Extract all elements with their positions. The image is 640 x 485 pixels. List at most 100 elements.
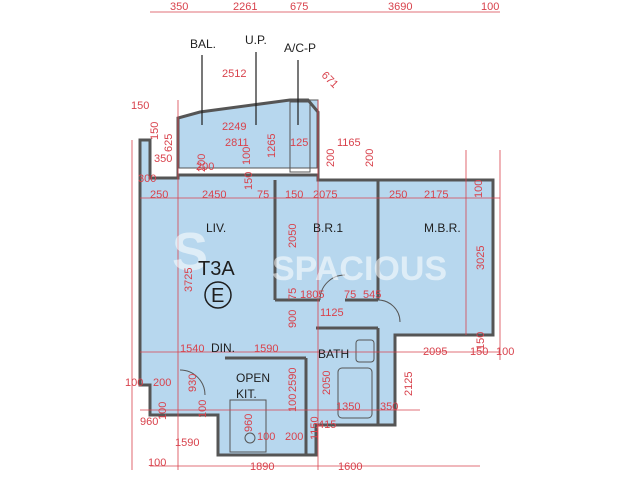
- unit-letter: E: [211, 285, 224, 307]
- dim-1890: 1890: [250, 461, 274, 473]
- dim-200a: 200: [196, 161, 214, 173]
- dim-150c: 150: [470, 346, 488, 358]
- dim-v-150: 150: [149, 122, 161, 140]
- leaders: [201, 52, 299, 125]
- dim-v-2050b: 2050: [321, 371, 333, 395]
- watermark-text: SPACIOUS: [272, 250, 447, 288]
- label-din: DIN.: [211, 341, 235, 355]
- dim-200c: 200: [364, 149, 376, 167]
- dim-top-3: 675: [290, 1, 308, 13]
- dim-2075: 2075: [313, 189, 337, 201]
- label-bath: BATH: [318, 347, 349, 361]
- dim-v-1150: 1150: [309, 416, 321, 440]
- label-acp: A/C-P: [284, 41, 316, 55]
- label-br1: B.R.1: [313, 221, 343, 235]
- dim-1350: 1350: [336, 401, 360, 413]
- dim-350a: 350: [154, 153, 172, 165]
- dim-top-4: 3690: [388, 1, 412, 13]
- dim-1805: 1805: [300, 289, 324, 301]
- watermark: S SPACIOUS: [172, 222, 447, 288]
- dim-v-200: 200: [196, 154, 208, 172]
- dim-100a: 100: [496, 346, 514, 358]
- dim-v-100b: 100: [197, 400, 209, 418]
- dim-v-2125: 2125: [403, 372, 415, 396]
- unit-letter-circle: [204, 281, 232, 309]
- dim-960a: 960: [140, 416, 158, 428]
- dim-125: 125: [290, 137, 308, 149]
- dim-v-100a: 100: [241, 147, 253, 165]
- dim-v-2050a: 2050: [287, 224, 299, 248]
- dim-v-100c: 100: [157, 402, 169, 420]
- top-dimensions: 350 2261 675 3690 100: [170, 1, 499, 13]
- dim-2512: 2512: [222, 68, 246, 80]
- dim-2811: 2811: [225, 137, 249, 149]
- dim-150a: 150: [131, 100, 149, 112]
- kitchen-counter: [229, 399, 267, 453]
- ac-platform: [289, 101, 311, 173]
- dim-671: 671: [319, 69, 340, 90]
- dim-2249: 2249: [222, 121, 246, 133]
- dim-415: 415: [318, 419, 336, 431]
- bathtub: [337, 367, 373, 419]
- dim-150b: 150: [285, 189, 303, 201]
- dim-top-2: 2261: [233, 1, 257, 13]
- dim-top-1: 350: [170, 1, 188, 13]
- label-mbr: M.B.R.: [424, 221, 461, 235]
- dim-v-100e: 100: [473, 180, 485, 198]
- dim-350b: 350: [380, 401, 398, 413]
- room-labels: BAL. U.P. A/C-P LIV. B.R.1 M.B.R. DIN. B…: [190, 33, 461, 401]
- dim-100c: 100: [148, 457, 166, 469]
- dimension-lines: [131, 11, 501, 470]
- dim-200e: 200: [285, 431, 303, 443]
- dim-1590a: 1590: [254, 343, 278, 355]
- door-swing-br1: [319, 274, 346, 301]
- dim-v-960: 960: [243, 414, 255, 432]
- dim-75b: 75: [344, 289, 356, 301]
- dim-v-150c: 150: [475, 332, 487, 350]
- dim-v-3025: 3025: [475, 246, 487, 270]
- dim-1165: 1165: [337, 137, 361, 149]
- label-bal: BAL.: [190, 37, 216, 51]
- dim-1540: 1540: [180, 343, 204, 355]
- dim-v-2590: 2590: [287, 368, 299, 392]
- door-swing-entry: [179, 369, 206, 396]
- bath-basin: [355, 339, 375, 363]
- dim-top-5: 100: [481, 1, 499, 13]
- dim-2095: 2095: [423, 346, 447, 358]
- dim-1600: 1600: [338, 461, 362, 473]
- hob-ring: [244, 432, 256, 444]
- dim-75a: 75: [257, 189, 269, 201]
- vertical-dimensions: 150 625 200 1265 100 150 3725 2050 3025 …: [149, 122, 487, 440]
- dim-1125: 1125: [320, 307, 344, 319]
- label-open: OPEN: [236, 371, 270, 385]
- unit-type: T3A: [198, 258, 235, 280]
- dim-200d: 200: [153, 377, 171, 389]
- dim-v-150b: 150: [243, 172, 255, 190]
- dim-v-3725: 3725: [183, 268, 195, 292]
- dim-100b: 100: [125, 377, 143, 389]
- dim-v-930: 930: [187, 374, 199, 392]
- dim-v-75: 75: [287, 288, 299, 300]
- fixtures: [179, 101, 401, 453]
- dim-250b: 250: [389, 189, 407, 201]
- watermark-logo: S: [172, 222, 208, 282]
- dim-v-100d: 100: [287, 394, 299, 412]
- label-liv: LIV.: [206, 221, 226, 235]
- dim-300: 300: [138, 173, 156, 185]
- dim-v-900: 900: [287, 310, 299, 328]
- dim-1590b: 1590: [175, 437, 199, 449]
- label-up: U.P.: [245, 33, 267, 47]
- door-swing-mbr: [377, 299, 401, 323]
- label-kit: KIT.: [236, 387, 257, 401]
- dim-2175: 2175: [424, 189, 448, 201]
- dim-2450: 2450: [202, 189, 226, 201]
- horizontal-dimensions: 2512 671 150 2249 2811 125 1165 350 200 …: [125, 68, 514, 473]
- dim-100d: 100: [257, 431, 275, 443]
- dim-250a: 250: [150, 189, 168, 201]
- dim-200b: 200: [325, 149, 337, 167]
- dim-v-625: 625: [163, 134, 175, 152]
- dim-545: 545: [363, 289, 381, 301]
- dim-v-1265: 1265: [266, 134, 278, 158]
